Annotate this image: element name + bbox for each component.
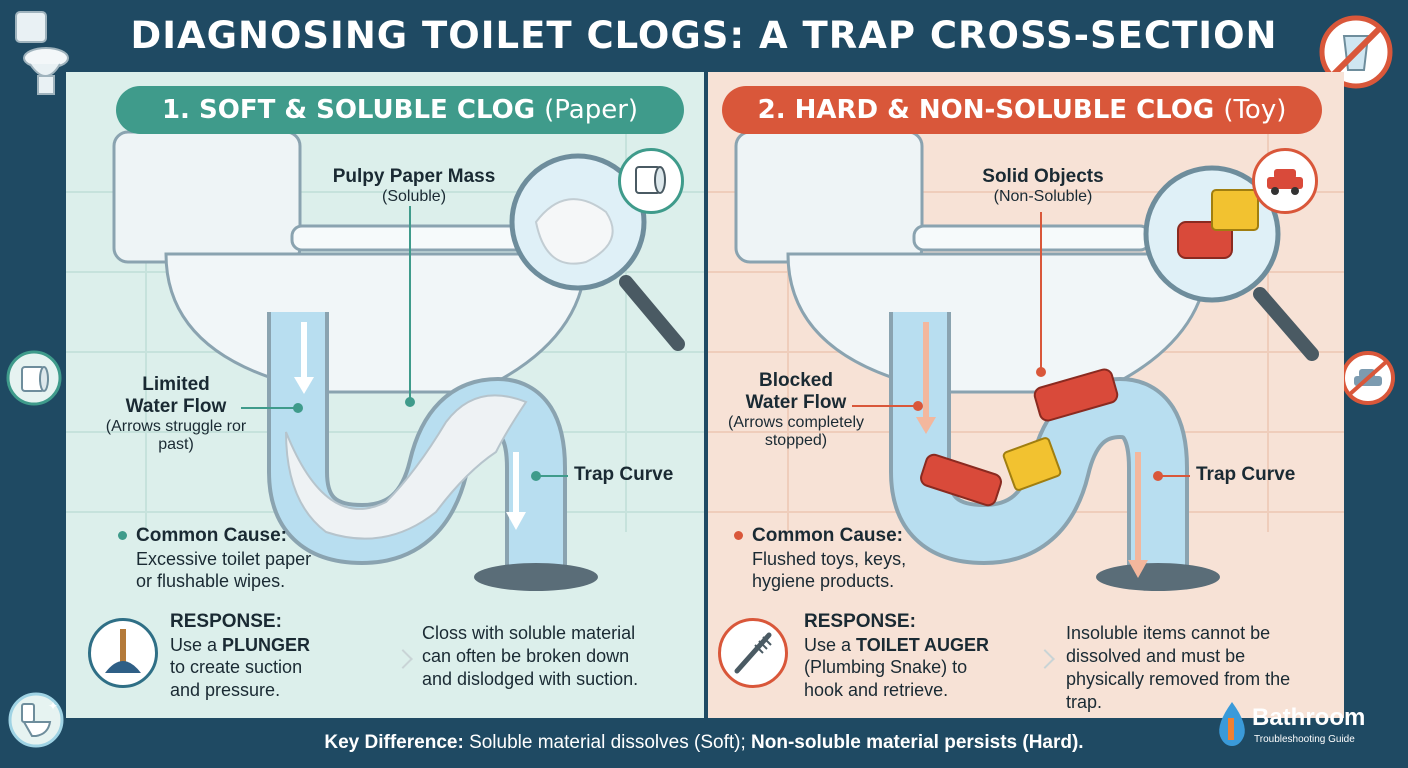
soft-response: RESPONSE: Use a PLUNGER to create suctio… — [170, 611, 311, 700]
no-toy-car-icon — [1341, 351, 1395, 405]
soft-clog-scene — [66, 130, 704, 591]
toy-car-icon — [1252, 148, 1318, 214]
solid-objects-label: Solid Objects(Non-Soluble) — [982, 166, 1104, 205]
hard-clog-panel: 2. HARD & NON-SOLUBLE CLOG (Toy) Solid O… — [708, 72, 1344, 718]
key-difference-footer: Key Difference: Soluble material dissolv… — [324, 732, 1084, 753]
trap-curve-label: Trap Curve — [1196, 464, 1296, 485]
toilet-paper-icon — [618, 148, 684, 214]
soft-note: Closs with soluble material can often be… — [422, 623, 639, 689]
pulpy-paper-mass-label: Pulpy Paper Mass(Soluble) — [332, 166, 496, 205]
soft-clog-panel: 1. SOFT & SOLUBLE CLOG (Paper) Pulpy Pap… — [66, 72, 704, 718]
clean-toilet-icon: ✦ — [8, 692, 64, 748]
common-cause: Common Cause: Excessive toilet paper or … — [118, 524, 376, 593]
toilet-paper-roll-icon — [6, 350, 62, 406]
plunger-icon — [88, 618, 158, 688]
toilet-icon — [15, 11, 69, 95]
no-water-glass-icon — [1319, 15, 1393, 89]
auger-icon — [718, 618, 788, 688]
page-title: DIAGNOSING TOILET CLOGS: A TRAP CROSS-SE… — [130, 14, 1278, 57]
trap-curve-label: Trap Curve — [574, 464, 674, 485]
hard-clog-scene — [708, 130, 1344, 591]
svg-text:✦: ✦ — [48, 699, 58, 713]
soft-clog-header: 1. SOFT & SOLUBLE CLOG (Paper) — [116, 86, 684, 134]
hard-response: RESPONSE: Use a TOILET AUGER (Plumbing S… — [804, 611, 990, 700]
hard-note: Insoluble items cannot be dissolved and … — [1066, 623, 1291, 712]
hard-clog-header: 2. HARD & NON-SOLUBLE CLOG (Toy) — [722, 86, 1322, 134]
water-drop-wrench-icon — [1219, 702, 1245, 746]
common-cause: Common Cause: Flushed toys, keys, hygien… — [734, 524, 992, 593]
